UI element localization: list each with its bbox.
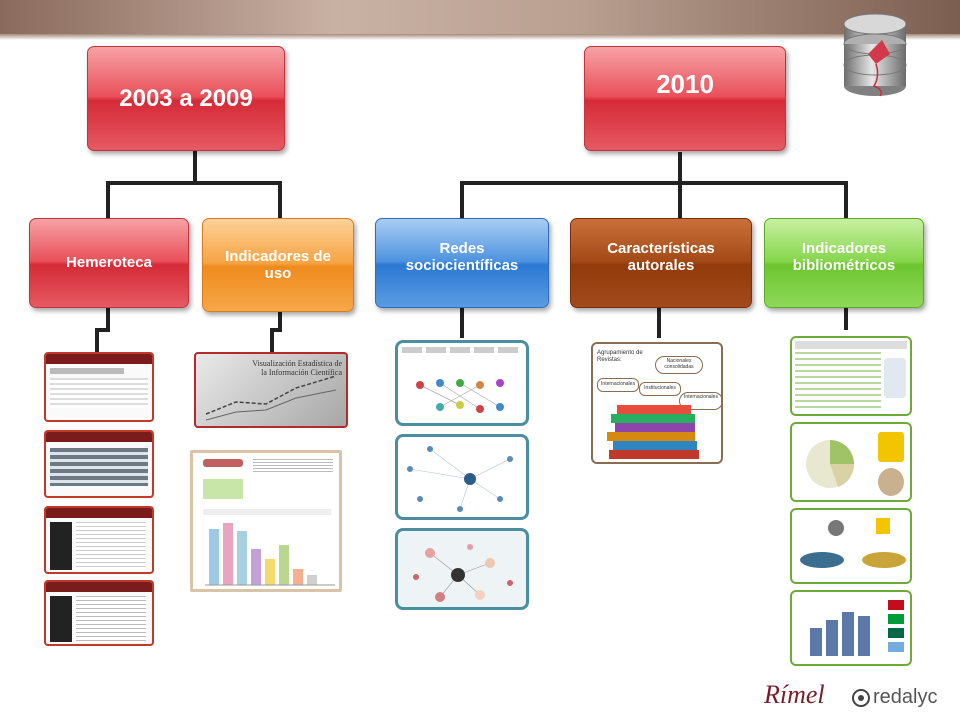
pie-chart-thumb <box>806 440 855 488</box>
node-2003-2009[interactable]: 2003 a 2009 <box>87 46 285 151</box>
bubble-internacionales: Internacionales <box>601 381 635 387</box>
node-2010[interactable]: 2010 <box>584 46 786 151</box>
redes-screenshot-1[interactable] <box>395 340 529 426</box>
redes-screenshot-3[interactable] <box>395 528 529 610</box>
usage-bar-chart <box>205 523 335 586</box>
node-label: Hemeroteca <box>66 254 152 272</box>
bibliometricos-screenshot-1[interactable] <box>790 336 912 416</box>
bubble-internacionales-consolidadas: Internacionales <box>684 394 718 400</box>
redalyc-text: redalyc <box>873 686 938 708</box>
redalyc-mini-logo <box>203 459 243 467</box>
node-redes-sociocientificas[interactable]: Redes sociocientíficas <box>375 218 549 308</box>
node-label: 2010 <box>656 68 714 99</box>
network-graph-3 <box>413 544 513 602</box>
visualizacion-estadistica-screenshot[interactable]: Visualización Estadística de la Informac… <box>194 352 348 428</box>
indicadores-uso-report-screenshot[interactable] <box>190 450 342 592</box>
redalyc-logo: redalyc <box>852 686 937 709</box>
agrupamiento-title: Agrupamiento de Revistas: <box>597 350 643 363</box>
bubble-institucionales: Institucionales <box>644 385 676 391</box>
node-indicadores-bibliometricos[interactable]: Indicadores bibliométricos <box>764 218 924 308</box>
visualizacion-title-line-1: Visualización Estadística de <box>252 359 342 368</box>
rimel-text: Rímel <box>764 680 825 709</box>
bibliometricos-screenshot-4[interactable] <box>790 590 912 666</box>
node-label: Indicadores bibliométricos <box>792 239 896 274</box>
node-label: Redes sociocientíficas <box>405 239 519 274</box>
database-icon <box>843 13 907 97</box>
node-label: Indicadores de uso <box>225 247 331 282</box>
redalyc-logo-icon <box>852 688 870 707</box>
node-caracteristicas-autorales[interactable]: Características autorales <box>570 218 752 308</box>
books-stack-image <box>607 405 699 459</box>
redes-screenshot-2[interactable] <box>395 434 529 520</box>
bibliometricos-screenshot-3[interactable] <box>790 508 912 584</box>
node-hemeroteca[interactable]: Hemeroteca <box>29 218 189 308</box>
rimel-logo: Rímel <box>764 680 825 710</box>
node-label: 2003 a 2009 <box>119 84 253 112</box>
hemeroteca-screenshot-1[interactable] <box>44 352 154 422</box>
donut-charts-thumb <box>800 518 906 568</box>
header-banner <box>0 0 960 40</box>
bubble-nacionales: Nacionales consolidadas <box>664 358 694 370</box>
hemeroteca-screenshot-3[interactable] <box>44 506 154 574</box>
network-graph-1 <box>416 379 504 413</box>
node-indicadores-de-uso[interactable]: Indicadores de uso <box>202 218 354 312</box>
visualizacion-title-line-2: la Información Científica <box>261 367 342 377</box>
hemeroteca-screenshot-4[interactable] <box>44 580 154 646</box>
network-graph-2 <box>407 446 513 512</box>
hemeroteca-screenshot-2[interactable] <box>44 430 154 498</box>
agrupamiento-revistas-screenshot[interactable]: Agrupamiento de Revistas: Nacionales con… <box>591 342 723 464</box>
bar-chart-flags-thumb <box>810 600 904 656</box>
bibliometricos-screenshot-2[interactable] <box>790 422 912 502</box>
trend-graphic-icon <box>205 375 337 421</box>
node-label: Características autorales <box>607 239 715 274</box>
